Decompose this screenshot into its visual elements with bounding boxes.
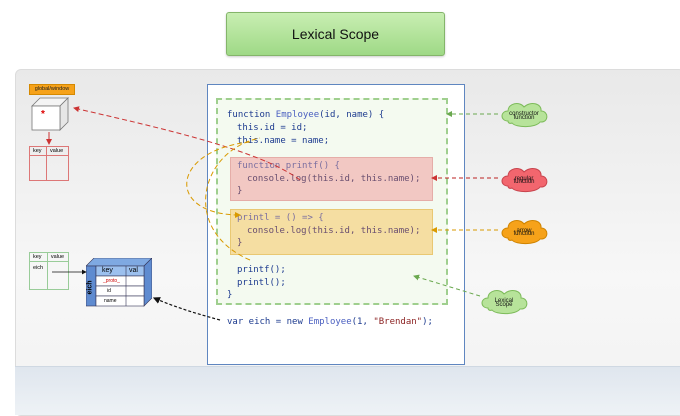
arrow-cloud: arrow: [498, 216, 550, 246]
global-cube: *: [30, 96, 70, 132]
code-line-4: function printf() {: [237, 161, 340, 171]
lexical-scope-box: [216, 98, 448, 305]
title-box: Lexical Scope: [226, 12, 445, 56]
object-key-header: key: [102, 267, 113, 274]
code-line-7: printl = () => {: [237, 213, 324, 223]
code-line-6: }: [237, 186, 243, 196]
object-row-proto: _proto_: [103, 278, 120, 284]
cube-icon: [31, 97, 69, 131]
arrow-cloud-line2: function: [513, 231, 535, 237]
object-row-name: name: [104, 298, 117, 304]
lexical-scope-arrow: [413, 274, 481, 297]
cloud-icon: [501, 103, 548, 128]
this-binding-arrow: [73, 106, 301, 181]
code-line-11: printl();: [237, 278, 286, 288]
code-line-10: printf();: [237, 265, 286, 275]
code-line-8: console.log(this.id, this.name);: [247, 226, 421, 236]
regular-cloud-line2: function: [513, 179, 535, 185]
cloud-icon: [501, 168, 548, 193]
lexical-cloud-line2: Scope: [495, 302, 513, 308]
cloud-icon: [501, 220, 548, 245]
object-val-header: val: [129, 267, 138, 274]
cloud-icon: [481, 290, 528, 315]
code-line-5: console.log(this.id, this.name);: [247, 174, 421, 184]
global-window-label: global/window: [29, 84, 75, 95]
regular-cloud: regular: [498, 164, 550, 194]
arrow-function-highlight: [230, 209, 433, 255]
instance-arrow: [152, 297, 221, 321]
employee-object: eich key val _proto_ id name: [86, 258, 152, 308]
title: Lexical Scope: [291, 26, 380, 42]
lexical-cloud: Lexical: [478, 286, 530, 316]
code-line-9: }: [237, 238, 243, 248]
star-icon: *: [41, 109, 45, 120]
code-line-12: }: [227, 290, 233, 300]
code-line-2: this.id = id;: [237, 123, 308, 133]
lexical-loop-arrow: [186, 141, 251, 218]
code-line-1: function Employee(id, name) {: [227, 110, 385, 120]
constructor-cloud: constructor: [498, 99, 550, 129]
object-row-id: id: [107, 288, 111, 294]
regular-function-highlight: [230, 157, 433, 201]
lexical-loop-arrow-2: [205, 137, 261, 261]
bottom-bar: [15, 366, 680, 415]
code-line-3: this.name = name;: [237, 136, 330, 146]
constructor-cloud-line2: function: [513, 115, 535, 121]
code-line-13: var eich = new Employee(1, "Brendan");: [227, 317, 433, 327]
